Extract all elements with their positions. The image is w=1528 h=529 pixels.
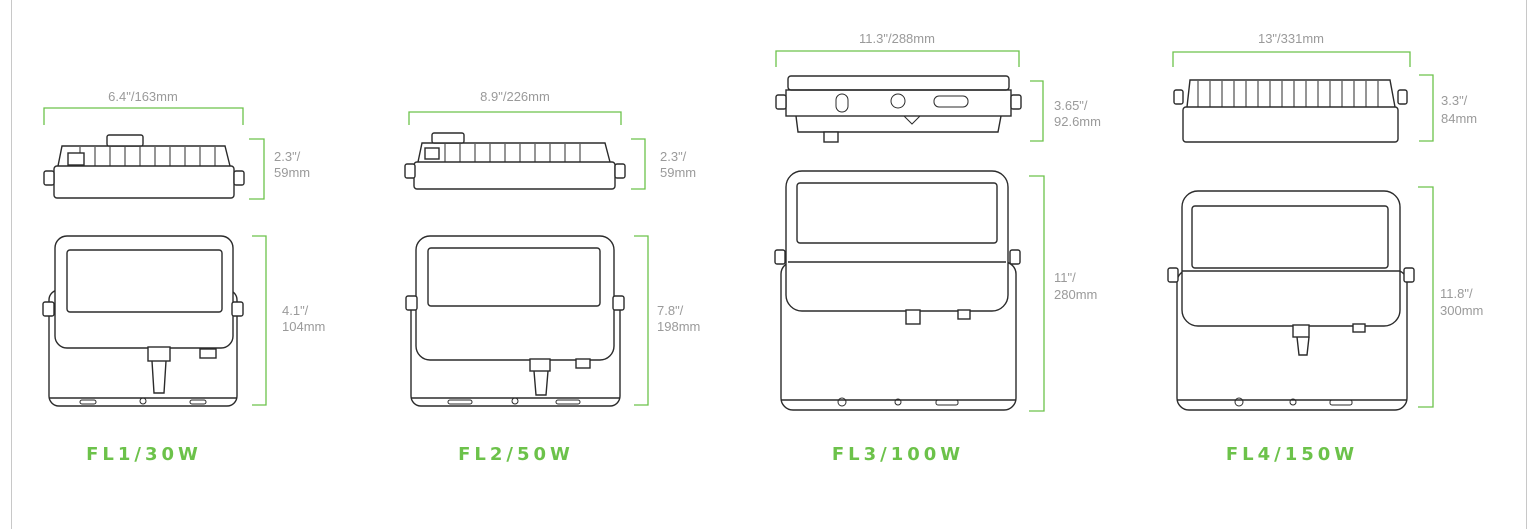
fl3-front-height-bracket: 11"/ 280mm	[1029, 175, 1097, 412]
product-fl3: 11.3"/288mm 3.65"/ 92.6mm	[774, 31, 1101, 465]
fl3-width-label: 11.3"/288mm	[859, 31, 935, 46]
fl4-front-view	[1167, 190, 1415, 411]
fl1-front-height-bracket: 4.1"/ 104mm	[252, 235, 325, 406]
fl1-width-label: 6.4"/163mm	[108, 89, 178, 104]
fl4-width-bracket: 13"/331mm	[1172, 31, 1411, 67]
fl4-side-height-bracket: 3.3"/ 84mm	[1419, 74, 1477, 142]
fl3-model-label: FL3/100W	[832, 444, 964, 465]
fl2-front-height-line1: 7.8"/	[657, 303, 684, 318]
fl2-front-view	[405, 235, 625, 407]
fl3-width-bracket: 11.3"/288mm	[775, 31, 1020, 67]
fl2-side-view	[404, 132, 626, 190]
fl3-front-view	[774, 170, 1021, 411]
product-fl1: 6.4"/163mm 2.3"/ 59mm	[42, 89, 325, 465]
fl3-side-height-line1: 3.65"/	[1054, 98, 1088, 113]
fl1-side-height-line2: 59mm	[274, 165, 310, 180]
fl3-front-height-line1: 11"/	[1054, 270, 1076, 285]
product-fl2: 8.9"/226mm 2.3"/ 59mm	[404, 89, 700, 465]
fl4-side-height-line1: 3.3"/	[1441, 93, 1468, 108]
page-border-left	[11, 0, 12, 529]
fl1-side-height-bracket: 2.3"/ 59mm	[249, 138, 310, 200]
fl2-model-label: FL2/50W	[458, 444, 574, 465]
fl4-side-height-line2: 84mm	[1441, 111, 1477, 126]
fl4-front-height-line2: 300mm	[1440, 303, 1483, 318]
fl4-side-view	[1173, 79, 1408, 143]
fl1-front-view	[42, 235, 244, 407]
fl1-side-height-line1: 2.3"/	[274, 149, 301, 164]
fl3-side-view	[775, 75, 1022, 143]
product-fl4: 13"/331mm 3.3"/ 84mm	[1167, 31, 1483, 465]
fl4-front-height-bracket: 11.8"/ 300mm	[1418, 186, 1483, 408]
fl3-front-height-line2: 280mm	[1054, 287, 1097, 302]
fl2-side-height-bracket: 2.3"/ 59mm	[631, 138, 696, 190]
fl3-side-height-line2: 92.6mm	[1054, 114, 1101, 129]
fl3-side-height-bracket: 3.65"/ 92.6mm	[1030, 80, 1101, 142]
fl4-width-label: 13"/331mm	[1258, 31, 1324, 46]
fl1-front-height-line2: 104mm	[282, 319, 325, 334]
fl2-front-height-line2: 198mm	[657, 319, 700, 334]
fl2-width-bracket: 8.9"/226mm	[408, 89, 622, 125]
fl2-side-height-line1: 2.3"/	[660, 149, 687, 164]
fl4-model-label: FL4/150W	[1226, 444, 1358, 465]
fl1-model-label: FL1/30W	[86, 444, 202, 465]
fl2-front-height-bracket: 7.8"/ 198mm	[634, 235, 700, 406]
fl1-width-bracket: 6.4"/163mm	[43, 89, 244, 125]
fl1-side-view	[43, 134, 245, 199]
fl1-front-height-line1: 4.1"/	[282, 303, 309, 318]
fl2-side-height-line2: 59mm	[660, 165, 696, 180]
fl4-front-height-line1: 11.8"/	[1440, 286, 1473, 301]
fl2-width-label: 8.9"/226mm	[480, 89, 550, 104]
page-border-right	[1526, 0, 1527, 529]
